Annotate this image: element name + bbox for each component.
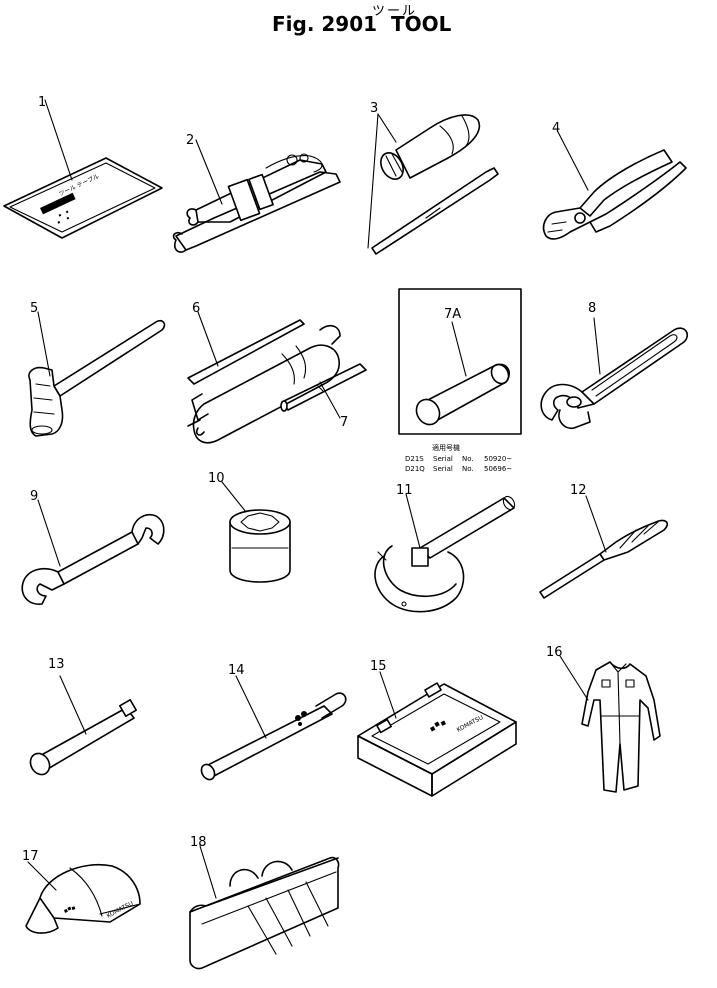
part-10-label: 10: [208, 471, 225, 486]
part-12-screwdriver: [539, 495, 669, 599]
part-6-grease-gun: [187, 311, 341, 444]
part-1-label: 1: [38, 95, 46, 110]
part-10-socket: [221, 481, 291, 583]
part-7a-box: [398, 288, 522, 435]
serial-row-2-model: D21Q: [405, 465, 425, 473]
part-8-label: 8: [588, 301, 596, 316]
part-9-label: 9: [30, 489, 38, 504]
serial-row-1-no: No.: [462, 455, 474, 463]
figure-title-kana: ツール: [372, 4, 418, 19]
part-4-pliers: [542, 131, 687, 240]
serial-number-table: 適用号機 D21S Serial No. 50920~ D21Q Serial …: [405, 443, 512, 473]
part-3-screwdriver: [367, 113, 499, 255]
part-7a-label: 7A: [444, 307, 461, 322]
part-2-label: 2: [186, 133, 194, 148]
serial-row-2-range: 50696~: [484, 465, 512, 473]
serial-row-2-serial: Serial: [433, 465, 453, 473]
part-5-hammer: [28, 311, 166, 437]
part-2-wrench-set: [172, 139, 341, 253]
serial-row-1-range: 50920~: [484, 455, 512, 463]
part-13-label: 13: [48, 657, 65, 672]
part-8-adjustable-wrench: [540, 317, 689, 430]
part-7-extension-pipe: [280, 363, 367, 419]
part-4-label: 4: [552, 121, 560, 136]
part-3-label: 3: [370, 101, 378, 116]
serial-heading: 適用号機: [432, 443, 460, 452]
part-12-label: 12: [570, 483, 587, 498]
part-16-coveralls: [559, 655, 661, 793]
part-9-spanner: [21, 499, 165, 605]
part-11-label: 11: [396, 483, 413, 498]
tool-box-marking: KOMATSU: [456, 714, 485, 734]
part-6-label: 6: [192, 301, 200, 316]
part-15-label: 15: [370, 659, 387, 674]
part-5-label: 5: [30, 301, 38, 316]
part-18-tool-bag: [189, 845, 340, 970]
part-1-tool-table-card: ツール テーブル: [3, 99, 163, 239]
part-15-tool-box: KOMATSU: [357, 671, 517, 797]
part-17-cap: KOMATSU: [25, 861, 141, 934]
part-17-label: 17: [22, 849, 39, 864]
part-16-label: 16: [546, 645, 563, 660]
part-14-socket-handle: [200, 675, 347, 781]
figure-title: Fig. 2901 TOOL: [272, 12, 452, 36]
serial-row-2-no: No.: [462, 465, 474, 473]
part-13-extension-bar: [29, 675, 137, 776]
part-11-filter-wrench: [374, 493, 516, 613]
part-18-label: 18: [190, 835, 207, 850]
part-14-label: 14: [228, 663, 245, 678]
serial-row-1-serial: Serial: [433, 455, 453, 463]
serial-row-1-model: D21S: [405, 455, 424, 463]
part-7-label: 7: [340, 415, 348, 430]
